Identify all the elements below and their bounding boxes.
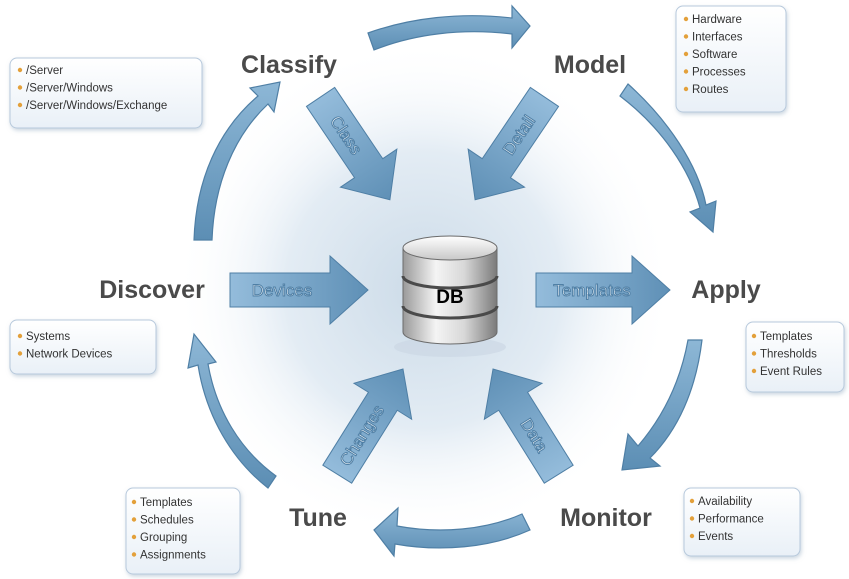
bullet-icon xyxy=(131,552,137,557)
box-item-text: Processes xyxy=(692,67,746,79)
box-item-text: /Server/Windows/Exchange xyxy=(26,100,167,112)
box-item-text: Schedules xyxy=(140,515,194,527)
box-item-text: Thresholds xyxy=(760,349,817,361)
box-item-text: Templates xyxy=(760,331,813,343)
stage-discover: Discover xyxy=(99,276,205,304)
box-item-text: Network Devices xyxy=(26,349,113,361)
cycle-arrows xyxy=(187,4,717,558)
arrow-devices xyxy=(229,254,369,326)
bullet-icon xyxy=(689,498,695,504)
box-item-text: Event Rules xyxy=(760,366,822,378)
arrow-label-templates: Templates xyxy=(553,281,630,300)
bullet-icon xyxy=(17,85,23,90)
db-cylinder: DB xyxy=(394,235,506,357)
bullet-icon xyxy=(131,517,137,522)
arrow-class xyxy=(305,86,398,201)
arrow-tune-to-discover xyxy=(187,332,277,489)
box-items: HardwareInterfacesSoftwareProcessesRoute… xyxy=(683,14,746,96)
box-item-text: Availability xyxy=(698,496,752,508)
box-item-text: Routes xyxy=(692,84,729,96)
box-item-text: Hardware xyxy=(692,14,742,26)
arrow-monitor-to-tune xyxy=(373,506,531,558)
bullet-icon xyxy=(131,534,137,540)
box-model: HardwareInterfacesSoftwareProcessesRoute… xyxy=(675,5,787,113)
bullet-icon xyxy=(683,51,689,57)
box-item-text: /Server/Windows xyxy=(26,83,113,95)
box-classify: /Server/Server/Windows/Server/Windows/Ex… xyxy=(9,57,203,129)
bullet-icon xyxy=(683,86,689,92)
stage-monitor: Monitor xyxy=(560,504,652,532)
bullet-icon xyxy=(751,368,757,374)
arrow-data xyxy=(483,368,574,484)
box-item-text: Interfaces xyxy=(692,32,743,44)
arrow-discover-to-classify xyxy=(193,81,281,241)
box-item-text: Grouping xyxy=(140,532,187,544)
stage-apply: Apply xyxy=(691,276,761,304)
bullet-icon xyxy=(17,67,23,73)
bullet-icon xyxy=(17,333,23,339)
box-item-text: Software xyxy=(692,49,737,61)
arrow-templates xyxy=(535,254,671,326)
box-item-text: Assignments xyxy=(140,550,206,562)
bullet-icon xyxy=(689,533,695,539)
box-item-text: Templates xyxy=(140,497,193,509)
box-items: /Server/Server/Windows/Server/Windows/Ex… xyxy=(17,65,167,112)
box-item-text: /Server xyxy=(26,65,63,77)
db-label: DB xyxy=(436,287,463,308)
arrow-label-devices: Devices xyxy=(252,281,312,300)
stage-classify: Classify xyxy=(241,51,337,79)
bullet-icon xyxy=(17,102,23,108)
arrow-model-to-apply xyxy=(619,83,717,234)
bullet-icon xyxy=(683,16,689,22)
bullet-icon xyxy=(17,351,23,356)
box-item-text: Performance xyxy=(698,514,764,526)
bullet-icon xyxy=(689,516,695,521)
box-item-text: Systems xyxy=(26,331,70,343)
box-item-text: Events xyxy=(698,531,733,543)
bullet-icon xyxy=(751,333,757,339)
bullet-icon xyxy=(683,34,689,39)
stage-tune: Tune xyxy=(289,504,347,532)
bullet-icon xyxy=(683,69,689,74)
bullet-icon xyxy=(131,499,137,505)
arrow-classify-to-model xyxy=(367,4,531,51)
arrow-apply-to-monitor xyxy=(621,339,703,471)
stage-model: Model xyxy=(554,51,626,79)
bullet-icon xyxy=(751,351,757,356)
inner-arrows: Class Detail Devices Templates Changes D… xyxy=(229,86,671,484)
arrow-changes xyxy=(322,368,413,484)
arrow-detail xyxy=(467,86,560,201)
